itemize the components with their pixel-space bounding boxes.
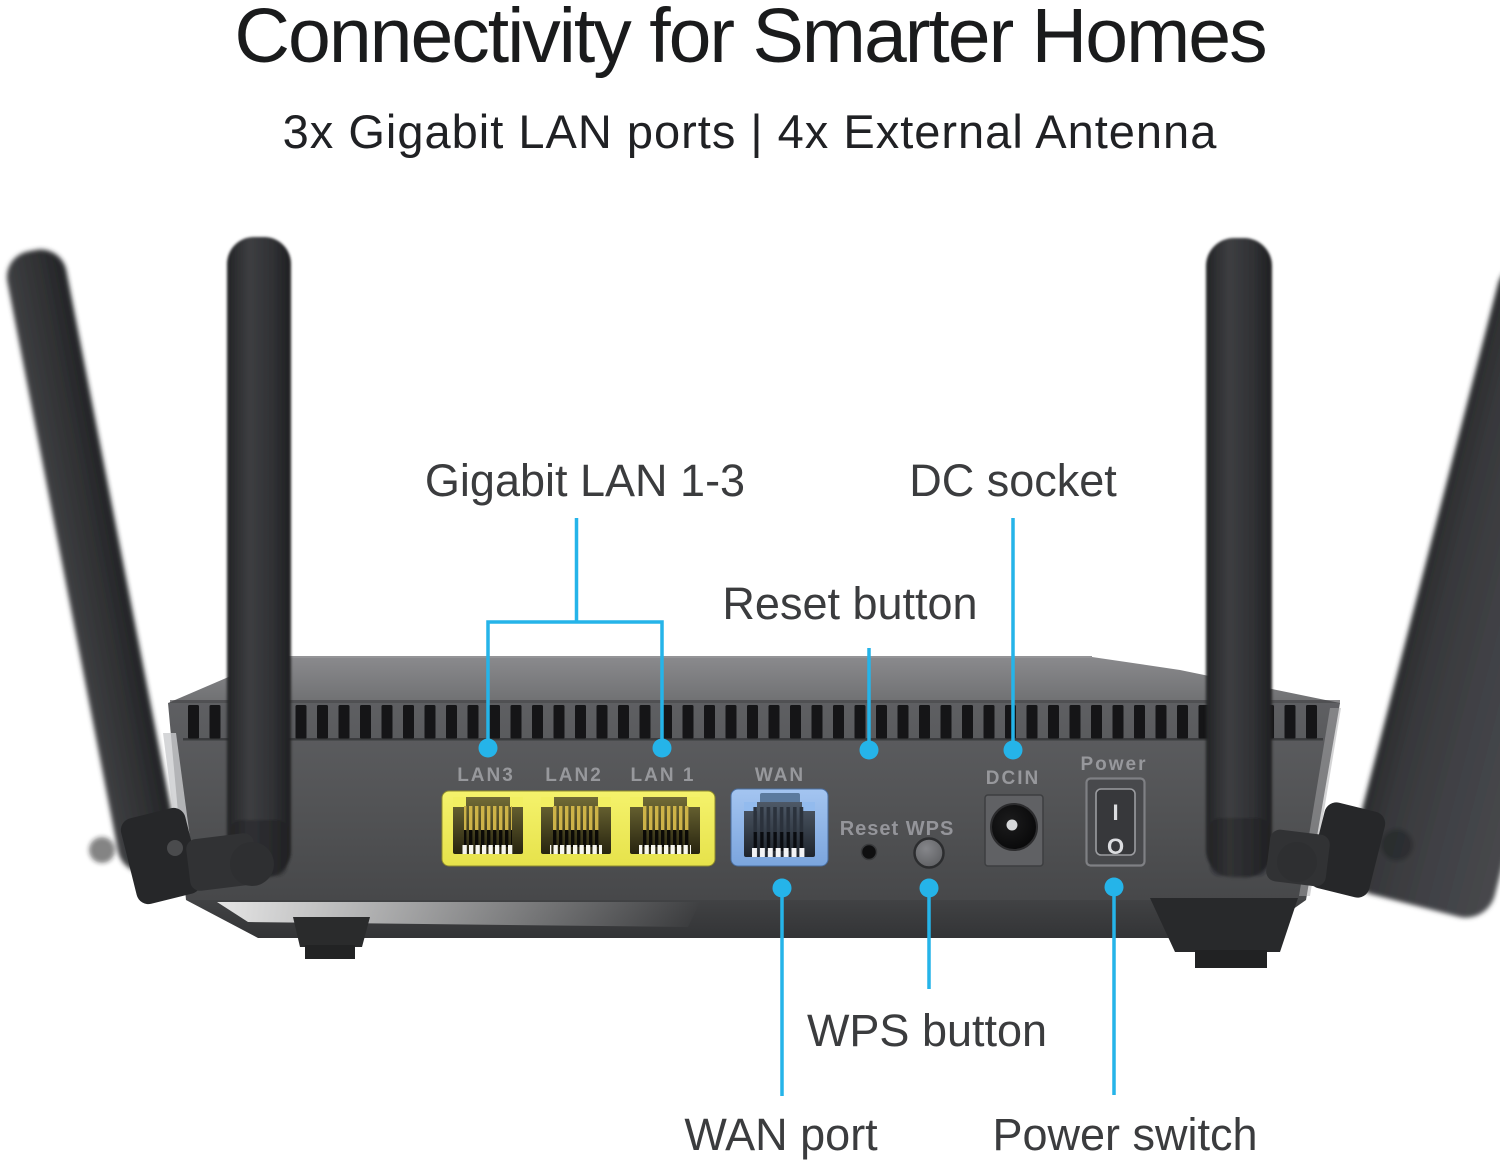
antenna-hinge-left xyxy=(120,807,274,905)
power-label: Power xyxy=(1080,754,1147,775)
router-foot-right xyxy=(1150,898,1298,968)
callout-lines xyxy=(478,518,1124,1096)
router-top-face xyxy=(168,657,1340,703)
callout-wps-button: WPS button xyxy=(806,1005,1048,1056)
vent-grille xyxy=(183,705,1323,739)
power-callout-dot xyxy=(1104,877,1124,897)
lan1-label: LAN 1 xyxy=(631,765,696,786)
antenna-right-vertical xyxy=(1206,238,1272,878)
callout-reset-button: Reset button xyxy=(722,578,978,629)
wan-label: WAN xyxy=(755,765,805,786)
lan3-callout-dot xyxy=(478,738,498,758)
lan-port-block xyxy=(441,790,716,867)
wps-button xyxy=(913,837,945,869)
antenna-screw-right xyxy=(1381,829,1413,861)
router-foot-left xyxy=(293,917,370,959)
power-on-mark: I xyxy=(1112,800,1118,825)
wan-port xyxy=(730,788,829,867)
lan1-callout-dot xyxy=(652,738,672,758)
antenna-left-slanted xyxy=(6,249,178,873)
antenna-right-slanted xyxy=(1348,261,1500,918)
callout-wan-port: WAN port xyxy=(684,1109,878,1160)
lan1-port xyxy=(630,797,700,854)
antenna-screw-left xyxy=(89,837,115,863)
dc-socket xyxy=(984,794,1044,867)
wan-callout-dot xyxy=(772,878,792,898)
dc-callout-dot xyxy=(1003,740,1023,760)
power-off-mark: O xyxy=(1107,834,1124,859)
reset-wps-label: Reset WPS xyxy=(840,818,955,840)
lan3-label: LAN3 xyxy=(457,765,515,786)
reset-callout-dot xyxy=(859,740,879,760)
antenna-hinge-right xyxy=(1266,802,1386,898)
lan2-port xyxy=(541,797,611,854)
callout-dc-socket: DC socket xyxy=(909,455,1117,506)
callout-gigabit-lan: Gigabit LAN 1-3 xyxy=(424,455,746,506)
lan2-label: LAN2 xyxy=(545,765,603,786)
router-body xyxy=(163,656,1341,968)
callout-power-switch: Power switch xyxy=(992,1109,1258,1160)
power-switch: I O xyxy=(1085,777,1146,867)
lan3-port xyxy=(453,797,523,854)
reset-pinhole xyxy=(860,843,878,861)
page-subtitle: 3x Gigabit LAN ports | 4x External Anten… xyxy=(282,105,1218,158)
antenna-left-vertical xyxy=(227,237,291,878)
page-title: Connectivity for Smarter Homes xyxy=(234,0,1267,79)
lan-callout-bracket xyxy=(486,620,664,748)
dcin-label: DCIN xyxy=(986,768,1040,789)
wps-callout-dot xyxy=(919,878,939,898)
